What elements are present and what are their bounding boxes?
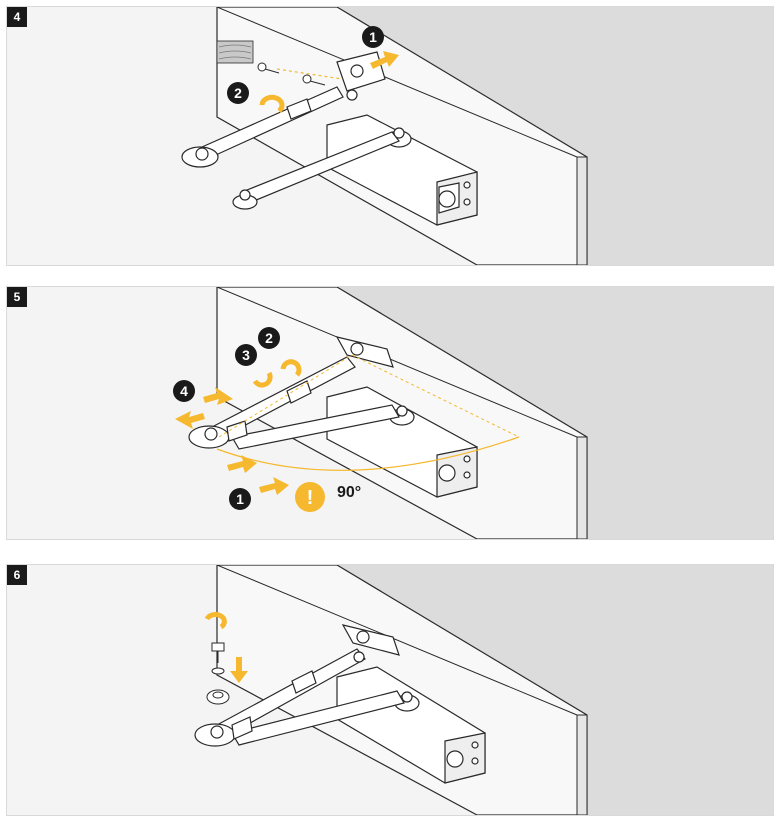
callout-3: 3 — [235, 344, 257, 366]
rotate-arrow-icon — [204, 612, 227, 630]
rotate-arrow-icon — [280, 359, 302, 377]
main-arm — [231, 404, 400, 450]
svg-text:2: 2 — [234, 85, 242, 101]
callout-2: 2 — [258, 327, 280, 349]
step-number-badge: 4 — [7, 7, 27, 27]
push-arrow-icon — [227, 455, 257, 473]
callout-4: 4 — [173, 380, 195, 402]
warning-icon: ! — [295, 482, 325, 512]
forearm — [181, 86, 344, 168]
svg-text:3: 3 — [242, 347, 250, 363]
rotate-arrow-icon — [259, 94, 285, 113]
wall-surface — [337, 7, 773, 265]
double-arrow-icon — [175, 387, 233, 429]
callout-1: 1 — [229, 488, 251, 510]
parallel-bracket — [341, 624, 400, 663]
step-5-illustration: ! 90° 1 2 3 4 — [173, 287, 773, 539]
wall-surface — [337, 565, 773, 815]
svg-text:4: 4 — [180, 383, 188, 399]
svg-text:2: 2 — [265, 330, 273, 346]
forearm — [194, 648, 366, 747]
step-6-illustration — [194, 565, 773, 815]
forearm — [188, 356, 356, 449]
down-arrow-icon — [230, 657, 248, 683]
svg-text:1: 1 — [369, 29, 377, 45]
svg-text:1: 1 — [236, 491, 244, 507]
callout-2: 2 — [227, 82, 249, 104]
screw-icon — [211, 642, 225, 663]
step-number-badge: 6 — [7, 565, 27, 585]
step-4-illustration: 1 2 — [181, 7, 773, 265]
main-arm — [232, 131, 400, 210]
angle-guide-arc — [216, 436, 520, 471]
step-number-badge: 5 — [7, 287, 27, 307]
step-panel-5: 5 — [6, 286, 774, 540]
main-arm — [231, 690, 405, 746]
push-arrow-icon — [259, 477, 289, 495]
rotate-arrow-icon — [252, 371, 273, 388]
wall-surface — [337, 287, 773, 539]
step-panel-4: 4 — [6, 6, 774, 266]
push-arrow-icon — [370, 51, 399, 69]
parallel-bracket — [336, 51, 386, 101]
angle-label: 90° — [337, 484, 361, 501]
washer-icon — [206, 689, 230, 705]
washer-icon — [211, 667, 225, 675]
wood-plug-icon — [216, 40, 254, 64]
parallel-bracket — [335, 336, 394, 368]
svg-text:!: ! — [307, 487, 314, 509]
step-panel-6: 6 — [6, 564, 774, 816]
callout-1: 1 — [362, 26, 384, 48]
screw-icon — [257, 62, 326, 86]
